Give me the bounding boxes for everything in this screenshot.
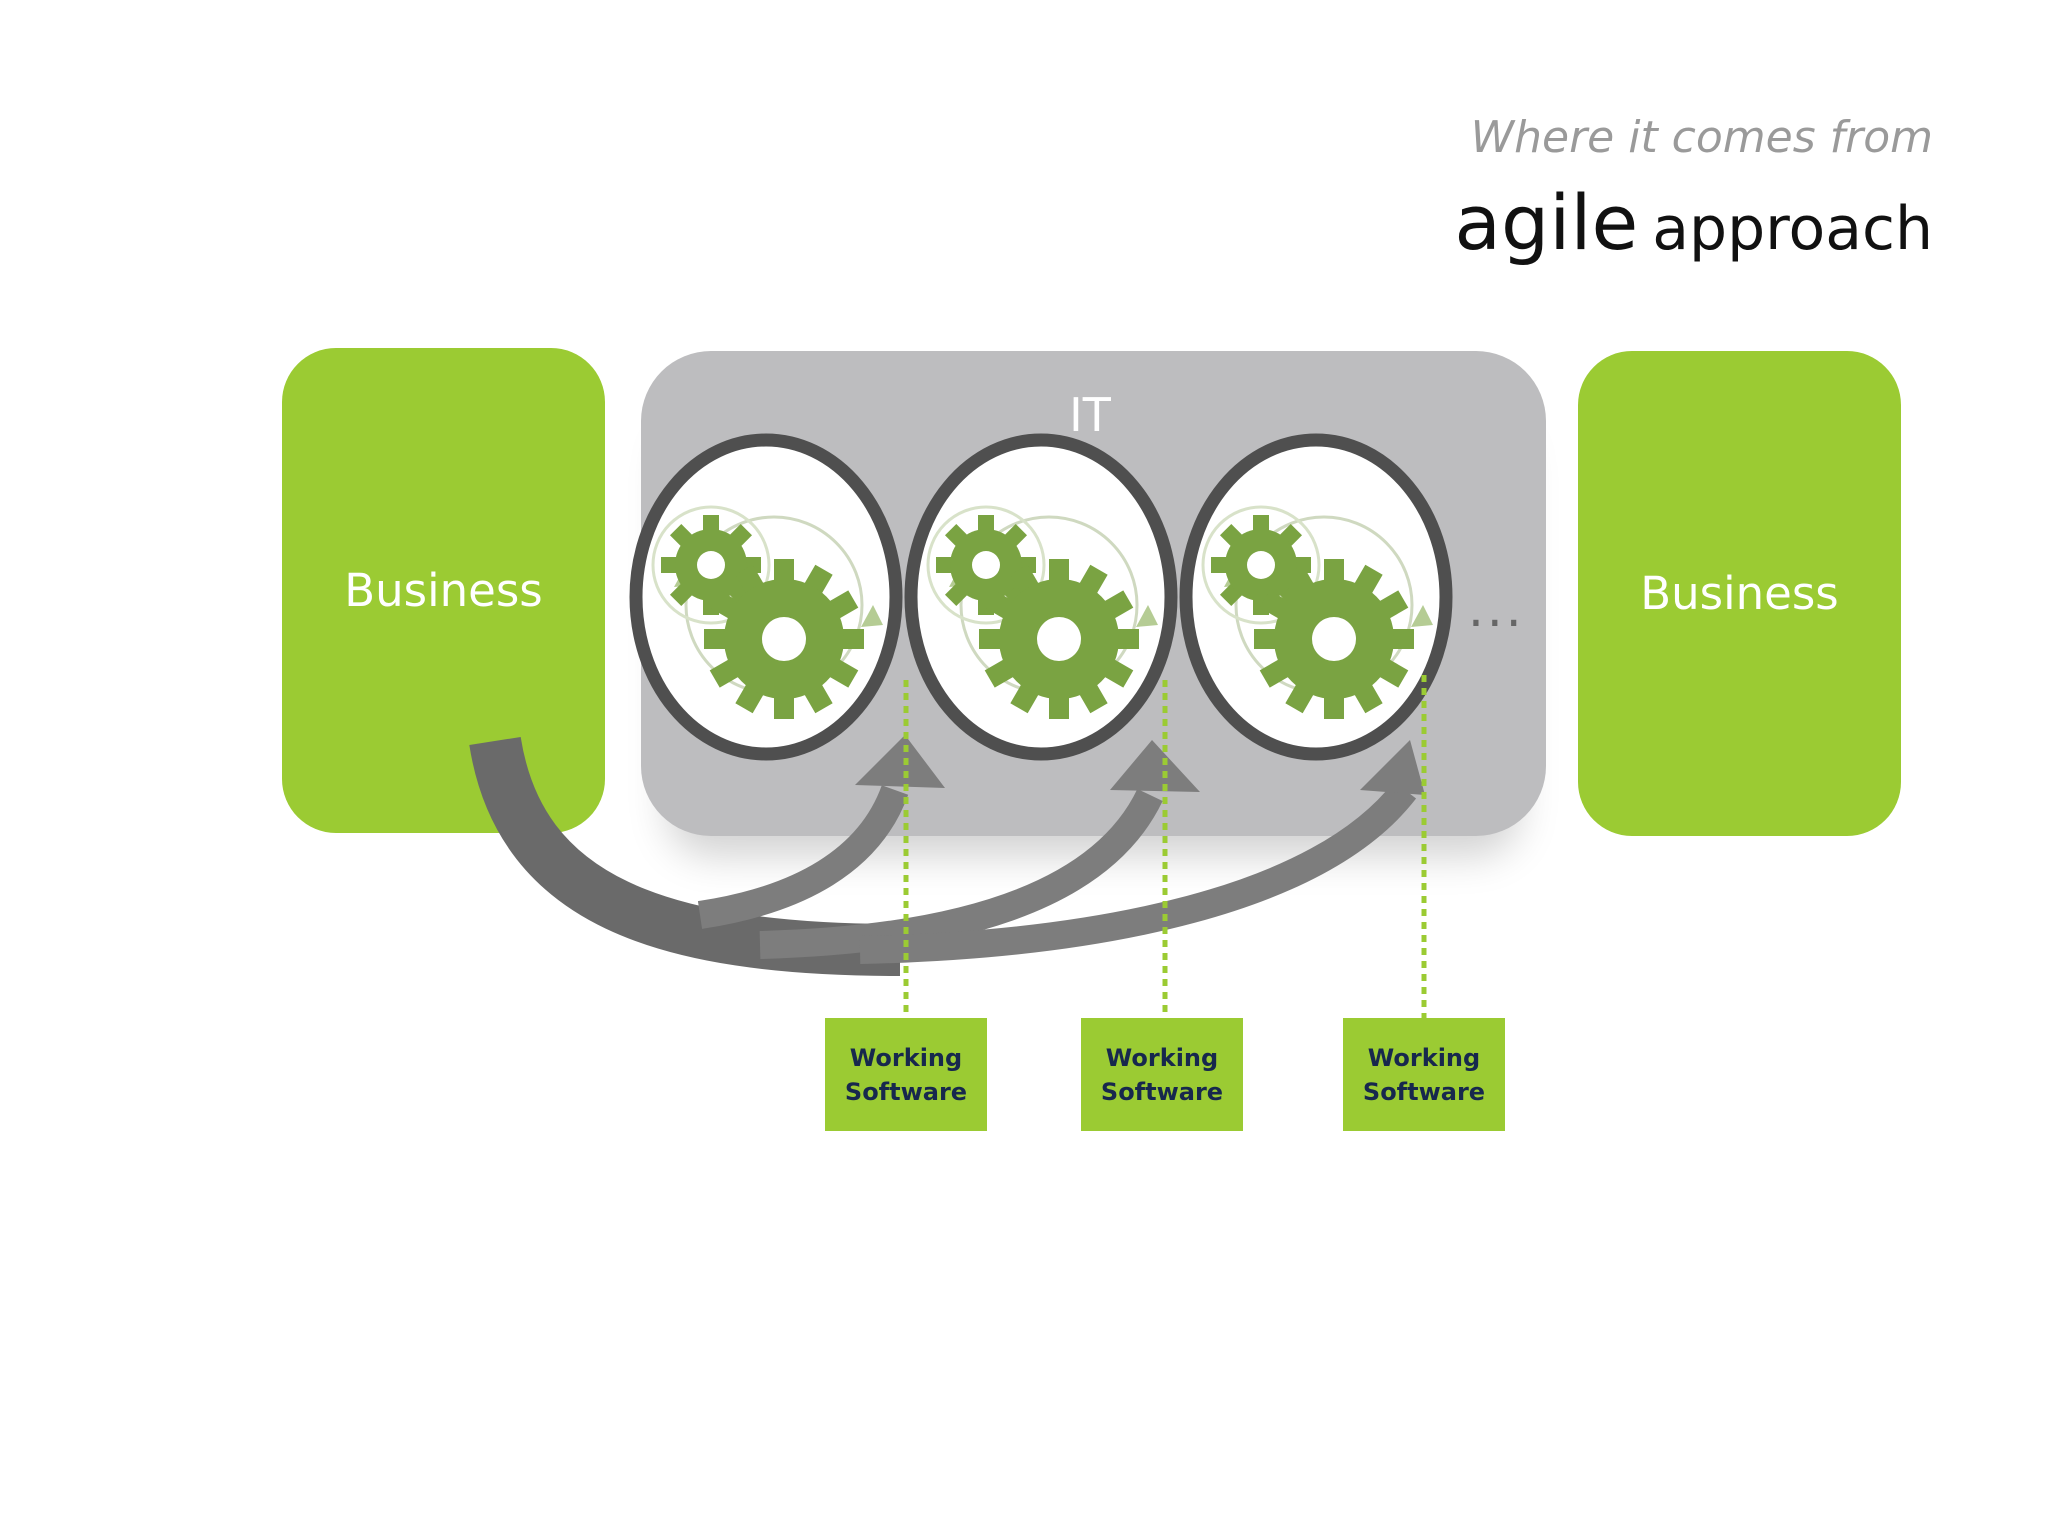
business-right-box: Business <box>1578 351 1901 836</box>
working-software-line1: Working <box>849 1043 963 1072</box>
working-software-connectors <box>903 675 1427 1018</box>
working-software-line2: Software <box>1362 1077 1486 1106</box>
iteration-circle-3 <box>1179 433 1453 761</box>
more-iterations-ellipsis: ... <box>1468 580 1525 638</box>
working-software-box-3: Working Software <box>1343 1018 1505 1131</box>
it-label: IT <box>1069 388 1111 442</box>
business-left-label: Business <box>344 564 543 617</box>
working-software-line1: Working <box>1105 1043 1219 1072</box>
title-rest: approach <box>1652 194 1933 264</box>
working-software-box-2: Working Software <box>1081 1018 1243 1131</box>
business-right-label: Business <box>1640 567 1839 620</box>
iteration-circle-2 <box>904 433 1178 761</box>
working-software-box-1: Working Software <box>825 1018 987 1131</box>
curved-arrow-icon <box>469 735 1425 976</box>
working-software-line2: Software <box>844 1077 968 1106</box>
title-main: agile <box>1454 178 1639 267</box>
working-software-line1: Working <box>1367 1043 1481 1072</box>
business-left-box: Business <box>282 348 605 833</box>
iteration-circle-1 <box>629 433 903 761</box>
working-software-line2: Software <box>1100 1077 1224 1106</box>
page-subtitle: Where it comes from <box>1470 112 1933 163</box>
